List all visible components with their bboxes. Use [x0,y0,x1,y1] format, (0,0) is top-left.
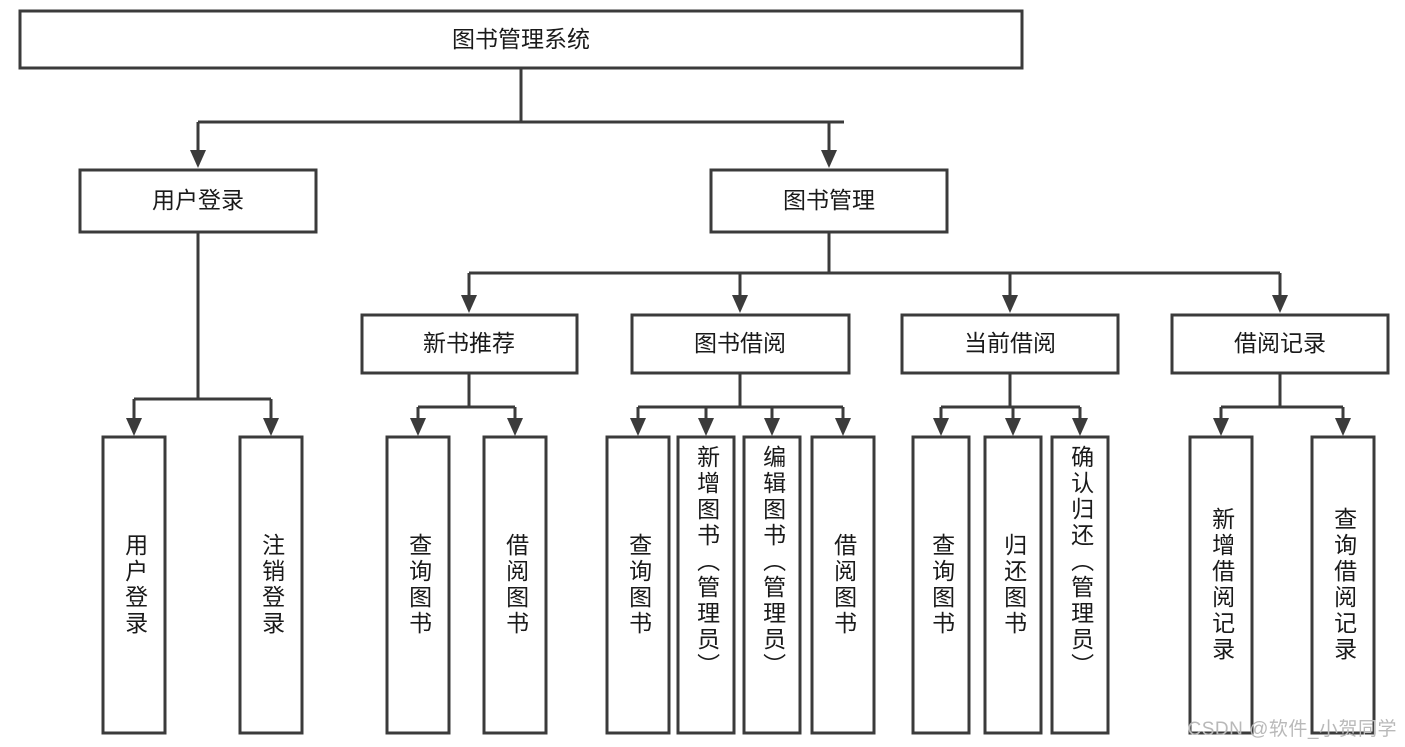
leaf-box[interactable] [983,435,1043,735]
watermark: CSDN @软件_小贺同学 [1187,719,1397,740]
leaf-box[interactable] [911,435,971,735]
node-borrow-record-label: 借阅记录 [1234,330,1326,356]
leaf-box[interactable] [482,435,548,735]
node-book-management[interactable]: 图书管理 [709,168,949,234]
node-current-borrow-label: 当前借阅 [964,330,1056,356]
connectors-current-borrow-to-leaves [933,373,1088,436]
leaf-box[interactable] [810,435,876,735]
node-root-system[interactable]: 图书管理系统 [18,9,1024,70]
leaf-box[interactable] [605,435,671,735]
leaf-box[interactable] [1188,435,1254,735]
node-new-book-recommend-label: 新书推荐 [423,330,515,356]
leaf-box[interactable] [742,435,802,735]
node-user-login[interactable]: 用户登录 [78,168,318,234]
connectors-book-borrow-to-leaves [630,373,851,436]
connectors-new-book-to-leaves [410,373,523,436]
connectors-user-login-to-leaves [126,232,279,436]
leaf-box[interactable] [238,435,304,735]
leaf-box[interactable] [385,435,451,735]
connectors-borrow-record-to-leaves [1213,373,1351,436]
leaf-box[interactable] [676,435,736,735]
connectors-level2-to-level3 [461,232,1288,313]
connectors-root-to-level2 [190,68,844,168]
leaf-boxes [101,435,1376,735]
node-root-system-label: 图书管理系统 [452,26,590,52]
leaf-box[interactable] [1310,435,1376,735]
node-current-borrow[interactable]: 当前借阅 [900,313,1120,375]
node-borrow-record[interactable]: 借阅记录 [1170,313,1390,375]
node-new-book-recommend[interactable]: 新书推荐 [360,313,579,375]
leaf-box[interactable] [1050,435,1110,735]
node-book-borrow-label: 图书借阅 [694,330,786,356]
node-book-management-label: 图书管理 [783,187,875,213]
node-user-login-label: 用户登录 [152,187,244,213]
leaf-box[interactable] [101,435,167,735]
node-book-borrow[interactable]: 图书借阅 [630,313,851,375]
